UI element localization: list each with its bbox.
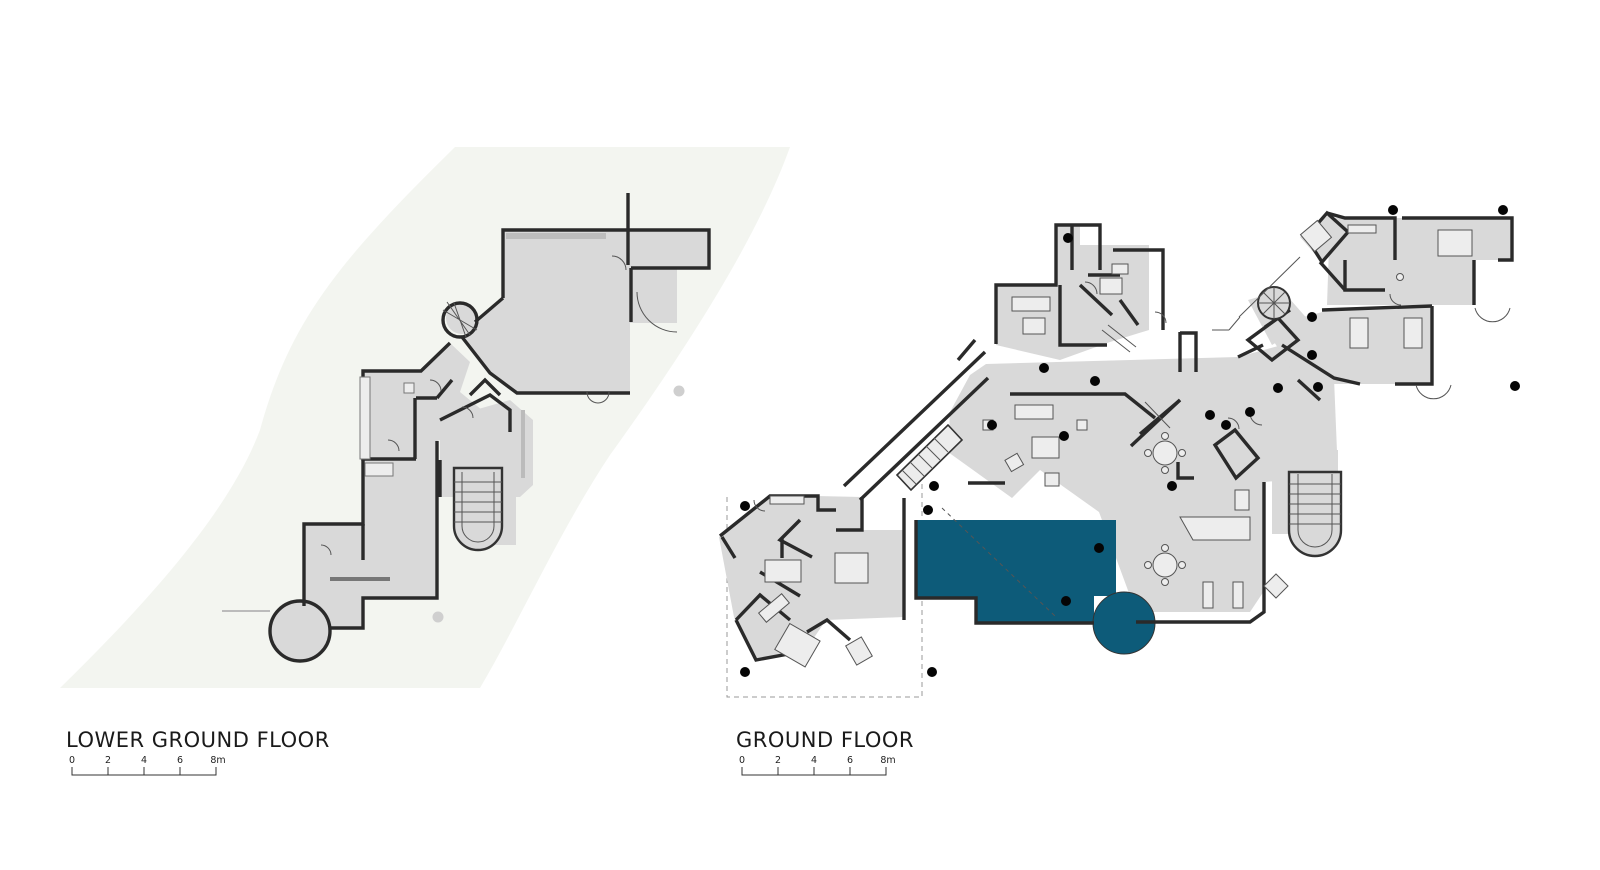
- lower-ground-floor-plan: [60, 147, 790, 688]
- ground-floor-scale-bar: 0 2 4 6 8m: [736, 755, 896, 779]
- scale-tick: 6: [846, 755, 854, 766]
- scale-tick: 0: [738, 755, 746, 766]
- lower-floor-markers: [222, 385, 685, 623]
- scale-bar-graphic: [71, 767, 217, 776]
- ground-floor-doors: [753, 281, 1511, 512]
- scale-bar-graphic: [741, 767, 887, 776]
- lower-floor-area: [270, 230, 709, 661]
- scale-tick: 4: [140, 755, 148, 766]
- scale-tick: 2: [104, 755, 112, 766]
- lower-floor-details: [320, 233, 678, 581]
- lower-floor-stair: [452, 466, 504, 552]
- dashed-outline: [726, 480, 923, 698]
- scale-tick: 0: [68, 755, 76, 766]
- ground-floor-title: GROUND FLOOR: [736, 728, 914, 752]
- scale-tick: 6: [176, 755, 184, 766]
- lower-floor-walls: [268, 193, 711, 663]
- scale-tick: 8m: [210, 755, 226, 766]
- ground-floor-walls: [718, 210, 1514, 662]
- ground-floor-stairs: [895, 256, 1343, 558]
- ground-floor-plan: [718, 205, 1520, 698]
- structural-columns: [740, 205, 1520, 677]
- lower-ground-floor-title: LOWER GROUND FLOOR: [66, 728, 330, 752]
- ground-floor-furniture: [757, 219, 1473, 668]
- scale-tick: 4: [810, 755, 818, 766]
- scale-tick: 2: [774, 755, 782, 766]
- lower-ground-floor-scale-bar: 0 2 4 6 8m: [66, 755, 226, 779]
- scale-tick: 8m: [880, 755, 896, 766]
